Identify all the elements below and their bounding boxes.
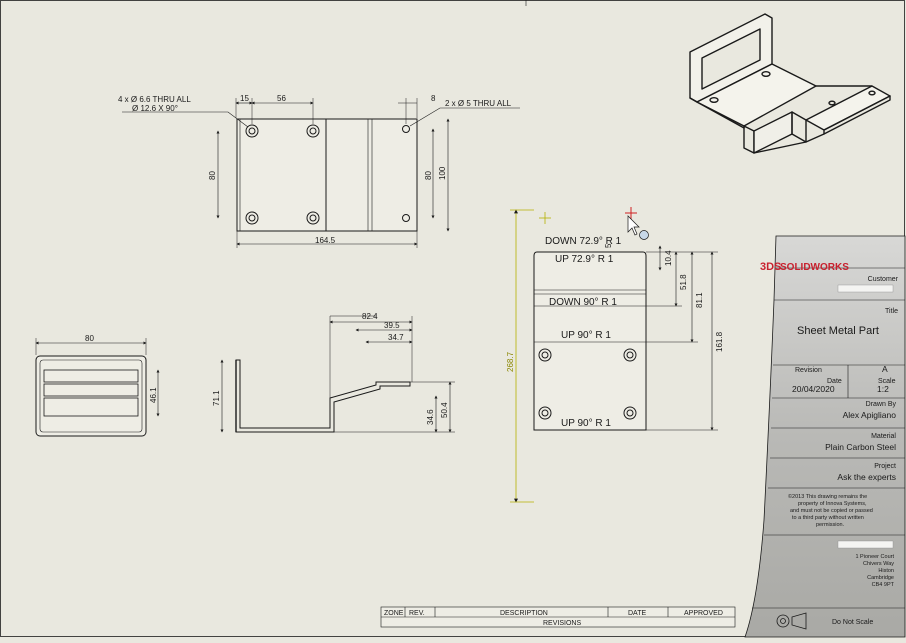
revisions-caption: REVISIONS <box>543 620 581 627</box>
address-line-1: 1 Pioneer Court <box>855 554 894 560</box>
solidworks-logo: 3DS SOLIDWORKS <box>760 261 849 273</box>
drawn-by-value: Alex Apigliano <box>843 410 897 420</box>
origin-marker-icon <box>539 212 551 224</box>
dim-80-right: 80 <box>424 171 433 180</box>
bend-note-4: UP 90° R 1 <box>561 330 611 341</box>
bend-note-5: UP 90° R 1 <box>561 418 611 429</box>
left-view[interactable] <box>35 338 160 437</box>
address-line-5: CB4 9PT <box>872 582 895 588</box>
bend-note-2: UP 72.9° R 1 <box>555 254 614 265</box>
drawing-title: Sheet Metal Part <box>797 325 879 337</box>
dim-15: 15 <box>240 94 249 103</box>
dim-268-7: 268.7 <box>506 351 515 372</box>
project-label: Project <box>874 463 896 470</box>
copyright-line-2: property of Innova Systems, <box>798 501 867 507</box>
do-not-scale-note: Do Not Scale <box>832 619 873 626</box>
address-line-3: Histon <box>878 568 894 574</box>
left-dim-46-1: 46.1 <box>149 387 158 403</box>
title-block[interactable]: 3DS SOLIDWORKS <box>744 235 906 638</box>
hole-callout-2: 2 x Ø 5 THRU ALL <box>445 99 512 108</box>
hole-callout-1b: Ø 12.6 X 90° <box>132 104 178 113</box>
material-label: Material <box>871 433 896 440</box>
svg-text:SOLIDWORKS: SOLIDWORKS <box>780 262 849 273</box>
section-view[interactable] <box>220 315 455 433</box>
dim-81-1: 81.1 <box>695 292 704 308</box>
dim-39-5: 39.5 <box>384 321 400 330</box>
col-rev: REV. <box>409 610 425 617</box>
dim-82-4: 82.4 <box>362 312 378 321</box>
dim-50-4: 50.4 <box>440 402 449 418</box>
copyright-line-4: to a third party without written <box>792 515 864 521</box>
col-zone: ZONE <box>384 610 404 617</box>
dim-100: 100 <box>438 166 447 180</box>
dim-10-4: 10.4 <box>664 250 673 266</box>
projection-symbol-icon <box>776 612 807 630</box>
copyright-line-3: and must not be copied or passed <box>790 508 873 514</box>
col-date: DATE <box>628 610 646 617</box>
address-line-2: Chivers Way <box>863 561 894 567</box>
left-dim-80: 80 <box>85 334 94 343</box>
overall-length-dim[interactable] <box>510 209 534 503</box>
date-value: 20/04/2020 <box>792 384 835 394</box>
dim-5: 5 <box>604 243 613 248</box>
dim-161-8: 161.8 <box>715 331 724 352</box>
dim-51-8: 51.8 <box>679 274 688 290</box>
svg-text:3DS: 3DS <box>760 261 781 273</box>
hole-callout-1: 4 x Ø 6.6 THRU ALL <box>118 95 191 104</box>
col-description: DESCRIPTION <box>500 610 548 617</box>
address-line-4: Cambridge <box>867 575 894 581</box>
front-view[interactable] <box>122 98 520 248</box>
title-label: Title <box>885 308 898 315</box>
dim-71-1: 71.1 <box>212 390 221 406</box>
copyright-line-5: permission. <box>816 522 845 528</box>
scale-label: Scale <box>878 378 896 385</box>
dim-56: 56 <box>277 94 286 103</box>
date-label: Date <box>827 378 842 385</box>
revision-value: A <box>882 364 888 374</box>
project-value: Ask the experts <box>837 472 896 482</box>
dim-164-5: 164.5 <box>315 236 336 245</box>
dim-34-6: 34.6 <box>426 409 435 425</box>
copyright-line-1: ©2013 This drawing remains the <box>788 493 867 500</box>
revision-label: Revision <box>795 367 822 374</box>
drawn-by-label: Drawn By <box>866 401 897 408</box>
dim-80-left: 80 <box>208 171 217 180</box>
bend-note-3: DOWN 90° R 1 <box>549 297 617 308</box>
dim-34-7: 34.7 <box>388 333 404 342</box>
isometric-view[interactable] <box>689 13 891 154</box>
flat-pattern-view[interactable] <box>533 245 718 431</box>
dim-8: 8 <box>431 94 436 103</box>
bend-note-1: DOWN 72.9° R 1 <box>545 236 622 247</box>
revisions-table[interactable] <box>380 606 736 628</box>
scale-value: 1:2 <box>877 384 889 394</box>
col-approved: APPROVED <box>684 610 723 617</box>
customer-label: Customer <box>868 276 899 283</box>
material-value: Plain Carbon Steel <box>825 442 896 452</box>
mouse-cursor-icon <box>625 207 649 240</box>
